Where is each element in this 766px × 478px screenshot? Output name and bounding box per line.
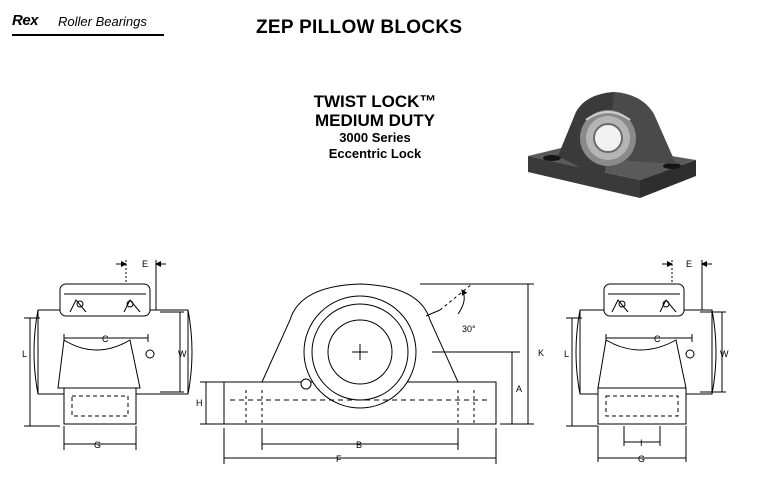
dim-label-angle: 30° (462, 324, 476, 334)
dim-label-l: L (22, 349, 27, 359)
dim-label-c: C (102, 334, 109, 344)
dim-label-c-right: C (654, 334, 661, 344)
left-side-view (24, 260, 193, 450)
dim-label-h: H (196, 398, 203, 408)
product-subtitle: TWIST LOCK™ MEDIUM DUTY 3000 Series Ecce… (290, 92, 460, 162)
front-view (200, 283, 534, 464)
dim-label-g-right: G (638, 454, 645, 464)
brand-name: Roller Bearings (58, 14, 147, 29)
dim-label-f: F (336, 454, 342, 464)
dim-label-l-right: L (564, 349, 569, 359)
dim-label-e-right: E (686, 259, 692, 269)
dim-label-g: G (94, 440, 101, 450)
brand-underline (12, 34, 164, 36)
subtitle-line-2: MEDIUM DUTY (315, 111, 435, 130)
dim-label-w-right: W (720, 349, 729, 359)
subtitle-line-4: Eccentric Lock (328, 146, 422, 161)
brand-logo: Rex Roller Bearings (12, 12, 164, 38)
technical-drawing: E C L W G (22, 259, 729, 464)
dim-label-b: B (356, 440, 362, 450)
dim-label-i-right: I (640, 438, 643, 448)
subtitle-line-1: TWIST LOCK™ (313, 92, 437, 111)
front-view-labels: 30° K A H B F (196, 324, 544, 464)
subtitle-line-3: 3000 Series (339, 130, 411, 145)
right-view-labels: E C L W I G (564, 259, 729, 464)
dim-label-a: A (516, 384, 522, 394)
dim-label-k: K (538, 348, 544, 358)
dim-label-e: E (142, 259, 148, 269)
left-view-labels: E C L W G (22, 259, 187, 450)
product-photo (528, 92, 696, 198)
right-side-view (566, 260, 726, 462)
dim-label-w: W (178, 349, 187, 359)
brand-logo-text: Rex (12, 12, 39, 29)
page-title: ZEP PILLOW BLOCKS (256, 17, 463, 38)
